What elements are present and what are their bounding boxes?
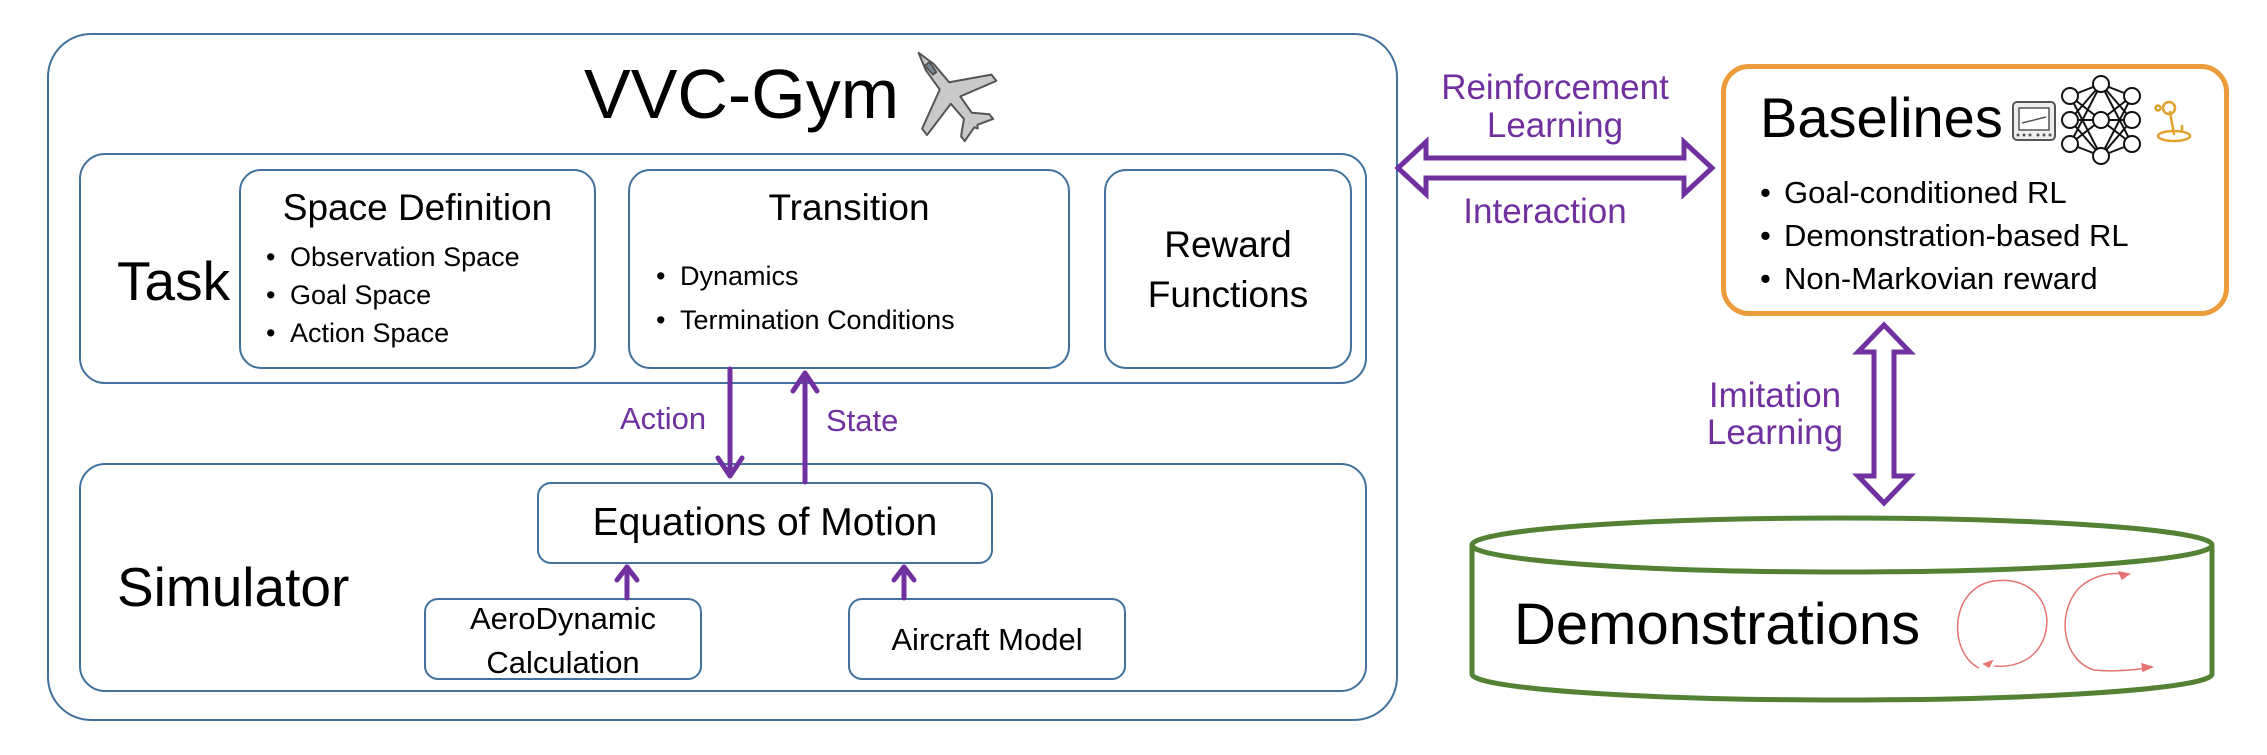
baselines-list: Goal-conditioned RL Demonstration-based …	[1758, 171, 2129, 300]
aircraft-model-label: Aircraft Model	[891, 622, 1083, 657]
reinforcement-label: Reinforcement	[1441, 68, 1669, 107]
aerodynamic-line1: AeroDynamic	[469, 601, 657, 636]
transition-title: Transition	[768, 187, 930, 228]
vvc-gym-title: VVC-Gym	[584, 55, 899, 133]
demonstrations-title: Demonstrations	[1514, 592, 1921, 657]
space-definition-list: Observation Space Goal Space Action Spac…	[264, 238, 520, 352]
joystick-icon	[2150, 98, 2194, 144]
list-item: Goal-conditioned RL	[1758, 171, 2129, 214]
state-label: State	[826, 403, 899, 438]
equations-of-motion-box	[537, 482, 993, 564]
aerodynamic-arrow	[614, 564, 640, 601]
aerodynamic-calculation-box	[424, 598, 702, 680]
reward-functions-line1: Reward	[1164, 224, 1292, 265]
transition-list: Dynamics Termination Conditions	[654, 254, 955, 342]
action-label: Action	[620, 401, 707, 436]
baselines-title: Baselines	[1760, 86, 2003, 149]
equations-of-motion-label: Equations of Motion	[592, 501, 938, 544]
flight-trajectory-icon	[1944, 568, 2169, 680]
interaction-double-arrow	[1394, 136, 1716, 200]
list-item: Non-Markovian reward	[1758, 257, 2129, 300]
neural-network-icon	[2060, 68, 2142, 172]
list-item: Observation Space	[264, 238, 520, 276]
imitation-label: Imitation	[1708, 376, 1842, 415]
reward-functions-box	[1104, 169, 1352, 369]
list-item: Goal Space	[264, 276, 520, 314]
list-item: Demonstration-based RL	[1758, 214, 2129, 257]
fighter-jet-icon	[890, 38, 1010, 148]
cockpit-icon	[2010, 97, 2058, 145]
action-arrow	[715, 366, 745, 479]
imitation-double-arrow	[1852, 321, 1916, 507]
demonstrations-cylinder	[1466, 512, 2218, 712]
space-definition-title: Space Definition	[282, 187, 553, 228]
reinforcement-learning-label: Learning	[1486, 106, 1624, 145]
simulator-label: Simulator	[117, 556, 350, 618]
aerodynamic-line2: Calculation	[486, 645, 640, 680]
list-item: Dynamics	[654, 254, 955, 298]
list-item: Termination Conditions	[654, 298, 955, 342]
state-arrow	[790, 370, 820, 485]
imitation-learning-label: Learning	[1706, 413, 1844, 452]
interaction-label: Interaction	[1463, 192, 1627, 231]
list-item: Action Space	[264, 314, 520, 352]
aircraft-model-box	[848, 598, 1126, 680]
aircraft-model-arrow	[891, 564, 917, 601]
task-label: Task	[117, 250, 231, 312]
reward-functions-line2: Functions	[1147, 274, 1309, 315]
